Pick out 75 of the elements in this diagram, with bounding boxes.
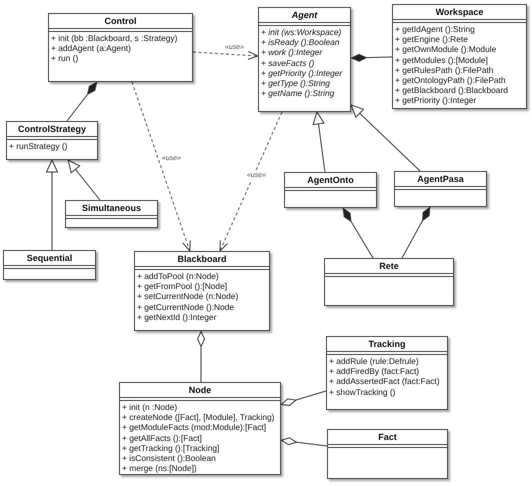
method-signature: + getType ():String [260,78,330,88]
class-box [6,121,98,160]
method-signature: + getIdAgent ():String [394,24,475,34]
class-name: Node [188,384,212,397]
method-signature: + addRule (rule:Defrule) [328,356,419,366]
method-signature: + run () [50,53,78,64]
method-signature: + addFiredBy (fact:Fact) [328,366,420,376]
method-signature: + getOwnModule ():Module [394,44,496,55]
class-box [392,4,527,109]
class-box [65,200,158,228]
aggregation-line [280,437,328,446]
method-signature: + getAllFacts ():[Fact] [121,432,202,443]
class-name: Simultaneous [80,202,142,215]
aggregation-line [197,330,206,382]
composition-line [350,54,392,62]
dependency-arrow [219,112,282,252]
method-signature: + work ():Integer [260,47,322,58]
method-signature: + getName ():String [260,88,334,98]
method-signature: + setCurrentNode (n:Node) [136,291,238,302]
generalization-arrow [312,112,326,172]
method-signature: + getOntologyPath ():FilePath [394,75,506,86]
generalization-arrow [68,160,100,200]
method-signature: + addAssertedFact (fact:Fact) [328,376,440,387]
method-signature: + init (bb :Blackboard, s :Strategy) [50,33,178,44]
generalization-arrow [46,160,58,250]
class-name: Fact [377,431,398,444]
method-signature: + getEngine ():Rete [394,34,468,44]
method-signature: + merge (ns:[Node]) [121,463,197,474]
class-name: Rete [378,260,400,273]
method-signature: + saveFacts () [260,58,314,68]
method-signature: + createNode ([Fact], [Module], Tracking) [121,412,274,422]
class-box [134,251,270,331]
class-name: Control [104,15,138,28]
class-name: Blackboard [176,253,228,266]
class-name: AgentPasa [416,173,465,186]
method-signature: + getTracking ():[Tracking] [121,442,220,454]
method-signature: + getModuleFacts (mod:Module):[Fact] [121,422,266,433]
method-signature: + getModules ():[Module] [394,54,488,65]
generalization-arrow [350,104,421,172]
method-signature: + isReady ():Boolean [260,37,340,48]
class-box [326,336,448,410]
class-name: Agent [290,9,318,22]
class-box [284,172,377,208]
class-name: ControlStrategy [16,123,87,136]
method-signature: + addToPool (n:Node) [136,271,219,282]
method-signature: + init (ws:Workspace) [260,27,342,38]
composition-line [66,82,98,122]
method-signature: + init (n :Node) [121,402,178,412]
method-signature: + showTracking () [328,386,396,397]
aggregation-line [280,390,326,406]
class-box [258,7,351,112]
method-signature: + runStrategy () [8,141,68,152]
composition-line [402,206,430,258]
class-box [394,171,487,207]
dependency-arrow [131,82,191,252]
class-box [327,429,448,479]
class-box [119,382,281,475]
class-name: Sequential [26,252,74,265]
method-signature: + getPriority ():Integer [260,68,342,78]
method-signature: + getCurrentNode ():Node [136,302,234,312]
class-box [48,13,193,82]
method-signature: + getNextId ():Integer [136,312,216,322]
class-name: AgentOnto [306,174,355,187]
class-box [324,258,454,306]
class-name: Tracking [367,338,406,351]
composition-line [342,208,374,258]
method-signature: + isConsistent ():Boolean [121,453,216,464]
dependency-arrow [192,50,258,60]
class-name: Workspace [434,6,484,19]
class-box [3,250,96,280]
method-signature: + addAgent (a:Agent) [50,43,131,54]
method-signature: + getFromPool ():[Node] [136,281,228,292]
method-signature: + getPriority ():Integer [394,95,476,106]
method-signature: + getRulesPath ():FilePath [394,64,494,76]
method-signature: + getBlackboard ():Blackboard [394,85,508,96]
